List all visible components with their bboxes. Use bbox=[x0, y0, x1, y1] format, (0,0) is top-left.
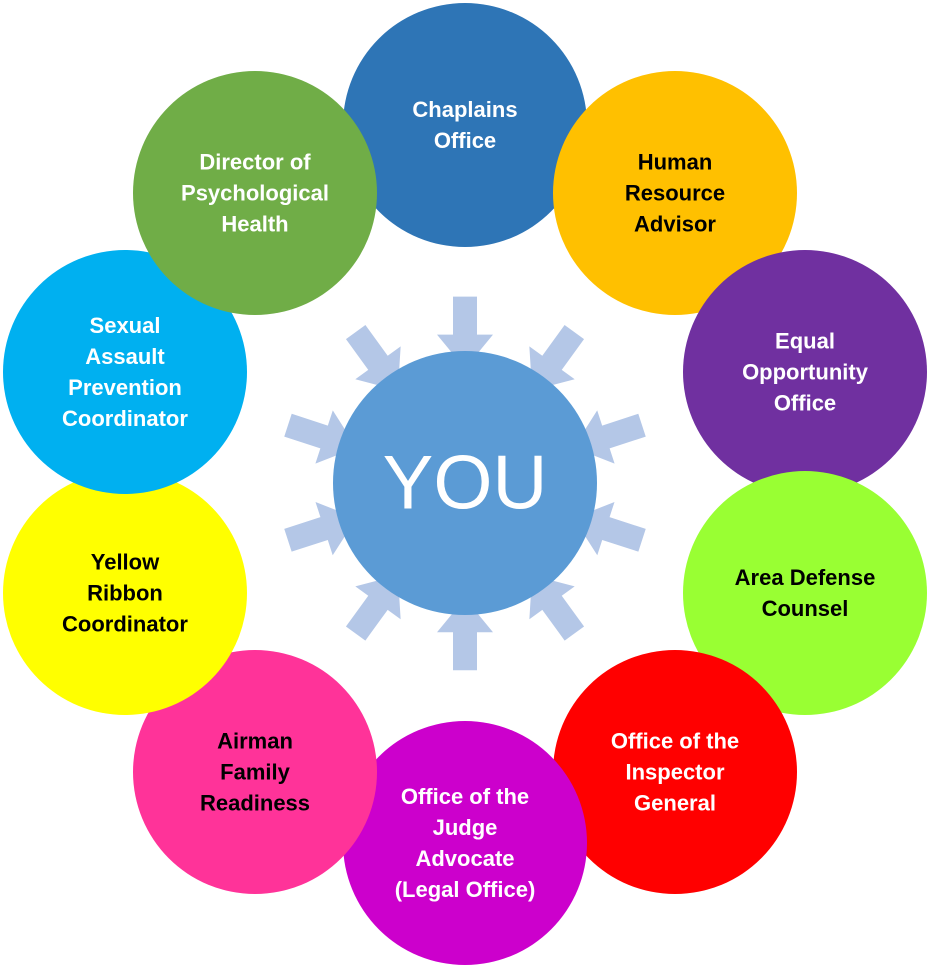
nodes-layer: ChaplainsOfficeHumanResourceAdvisorEqual… bbox=[3, 3, 927, 965]
node-circle-chaplains-office bbox=[343, 3, 587, 247]
center-label: YOU bbox=[383, 441, 548, 526]
node-label-line: General bbox=[634, 791, 716, 816]
center-circle bbox=[333, 351, 597, 615]
node-label-line: Advisor bbox=[634, 212, 716, 237]
arrow-director-of-psychological-health bbox=[345, 325, 401, 391]
node-circle-office-of-the-judge-advocate bbox=[343, 721, 587, 965]
node-label-line: Area Defense bbox=[735, 565, 876, 590]
node-label-line: Counsel bbox=[762, 596, 849, 621]
node-label-line: Health bbox=[221, 212, 288, 237]
arrow-chaplains-office bbox=[437, 296, 493, 369]
node-label-line: Advocate bbox=[415, 846, 514, 871]
node-label-line: Chaplains bbox=[412, 97, 517, 122]
node-circle-airman-family-readiness bbox=[133, 650, 377, 894]
arrow-office-of-the-judge-advocate bbox=[437, 598, 493, 671]
node-label-line: Office of the bbox=[611, 729, 739, 754]
node-label-line: Equal bbox=[775, 329, 835, 354]
node-label-line: Coordinator bbox=[62, 612, 188, 637]
node-label-line: Sexual bbox=[90, 313, 161, 338]
node-label-line: Psychological bbox=[181, 181, 329, 206]
node-label-line: Ribbon bbox=[87, 581, 163, 606]
node-label-line: Coordinator bbox=[62, 406, 188, 431]
node-label-line: Judge bbox=[433, 815, 498, 840]
node-circle-director-of-psychological-health bbox=[133, 71, 377, 315]
node-circle-equal-opportunity-office bbox=[683, 250, 927, 494]
node-circle-area-defense-counsel bbox=[683, 471, 927, 715]
node-label-line: Prevention bbox=[68, 375, 182, 400]
node-label-line: Human bbox=[638, 150, 713, 175]
node-circle-human-resource-advisor bbox=[553, 71, 797, 315]
node-label-line: Office bbox=[434, 128, 496, 153]
center-node: YOU bbox=[333, 351, 597, 615]
arrow-airman-family-readiness bbox=[345, 575, 401, 641]
node-label-line: Office bbox=[774, 391, 836, 416]
node-circle-yellow-ribbon-coordinator bbox=[3, 471, 247, 715]
node-label-line: Opportunity bbox=[742, 360, 869, 385]
node-label-line: Director of bbox=[199, 150, 311, 175]
node-circle-office-of-the-inspector-general bbox=[553, 650, 797, 894]
node-label-line: Resource bbox=[625, 181, 725, 206]
node-label-line: Yellow bbox=[91, 550, 160, 575]
node-label-line: (Legal Office) bbox=[395, 877, 536, 902]
node-label-line: Readiness bbox=[200, 791, 310, 816]
arrow-office-of-the-inspector-general bbox=[529, 575, 585, 641]
node-circle-sexual-assault-prevention-coordinator bbox=[3, 250, 247, 494]
node-label-line: Airman bbox=[217, 729, 293, 754]
node-label-line: Inspector bbox=[625, 760, 724, 785]
node-label-line: Office of the bbox=[401, 784, 529, 809]
node-label-line: Family bbox=[220, 760, 290, 785]
node-label-line: Assault bbox=[85, 344, 165, 369]
arrow-human-resource-advisor bbox=[529, 325, 585, 391]
